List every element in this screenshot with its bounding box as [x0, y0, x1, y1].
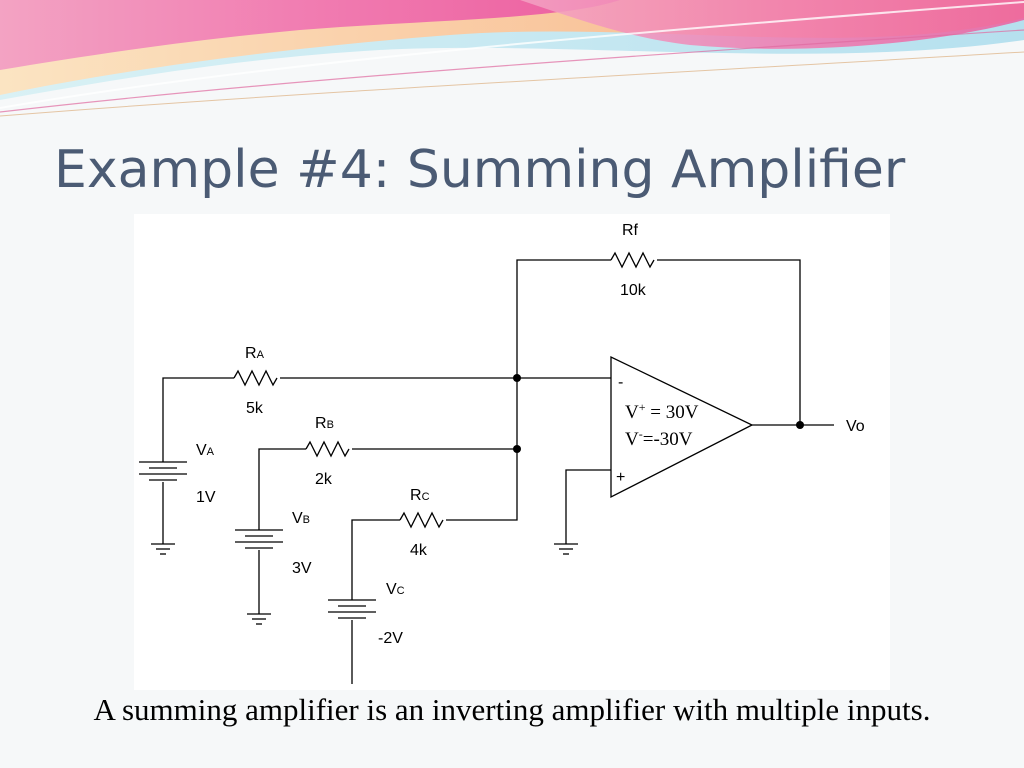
slide-caption: A summing amplifier is an inverting ampl… [93, 692, 931, 727]
feedback-wire-right [657, 259, 801, 425]
rc-value: 4k [410, 542, 428, 559]
opamp-supply-negative: V-=-30V [625, 427, 693, 450]
vb-value: 3V [292, 560, 312, 577]
ground-b-icon [247, 613, 271, 625]
source-c-battery [328, 599, 376, 619]
resistor-a [233, 369, 278, 387]
rf-name: Rf [622, 222, 639, 239]
ra-value: 5k [246, 400, 264, 417]
junction-node-b [513, 445, 521, 453]
wire-c-to-node [446, 378, 518, 521]
opamp-noninverting-label: + [616, 469, 625, 486]
junction-output [796, 421, 804, 429]
ground-a-icon [151, 543, 175, 555]
va-name: VA [196, 442, 215, 459]
vc-value: -2V [378, 630, 403, 647]
wire-b [258, 448, 306, 530]
junction-node-a [513, 374, 521, 382]
resistor-c [399, 511, 444, 529]
decorative-banner [0, 0, 1024, 117]
summing-amplifier-schematic: Rf 10k RA 5k RB 2k RC 4k VA 1V VB 3V VC … [139, 222, 865, 684]
vb-name: VB [292, 510, 310, 527]
ground-opamp-icon [554, 543, 578, 555]
ra-name: RA [245, 345, 265, 362]
noninverting-wire [565, 469, 611, 544]
wire-c [351, 519, 400, 600]
circuit-diagram: Rf 10k RA 5k RB 2k RC 4k VA 1V VB 3V VC … [134, 214, 890, 690]
rc-name: RC [410, 487, 430, 504]
rb-value: 2k [315, 471, 333, 488]
resistor-b [305, 440, 350, 458]
output-label: Vo [846, 418, 865, 435]
source-a-battery [139, 461, 187, 481]
va-value: 1V [196, 489, 216, 506]
opamp-inverting-label: - [618, 374, 623, 391]
feedback-resistor [610, 251, 655, 269]
wire-a [162, 377, 234, 462]
rf-value: 10k [620, 282, 647, 299]
rb-name: RB [315, 415, 334, 432]
opamp-supply-positive: V+ = 30V [625, 400, 699, 423]
feedback-wire [516, 259, 611, 378]
vc-name: VC [386, 581, 405, 598]
source-b-battery [235, 529, 283, 549]
slide-title: Example #4: Summing Amplifier [54, 140, 906, 200]
opamp-triangle [610, 355, 754, 499]
